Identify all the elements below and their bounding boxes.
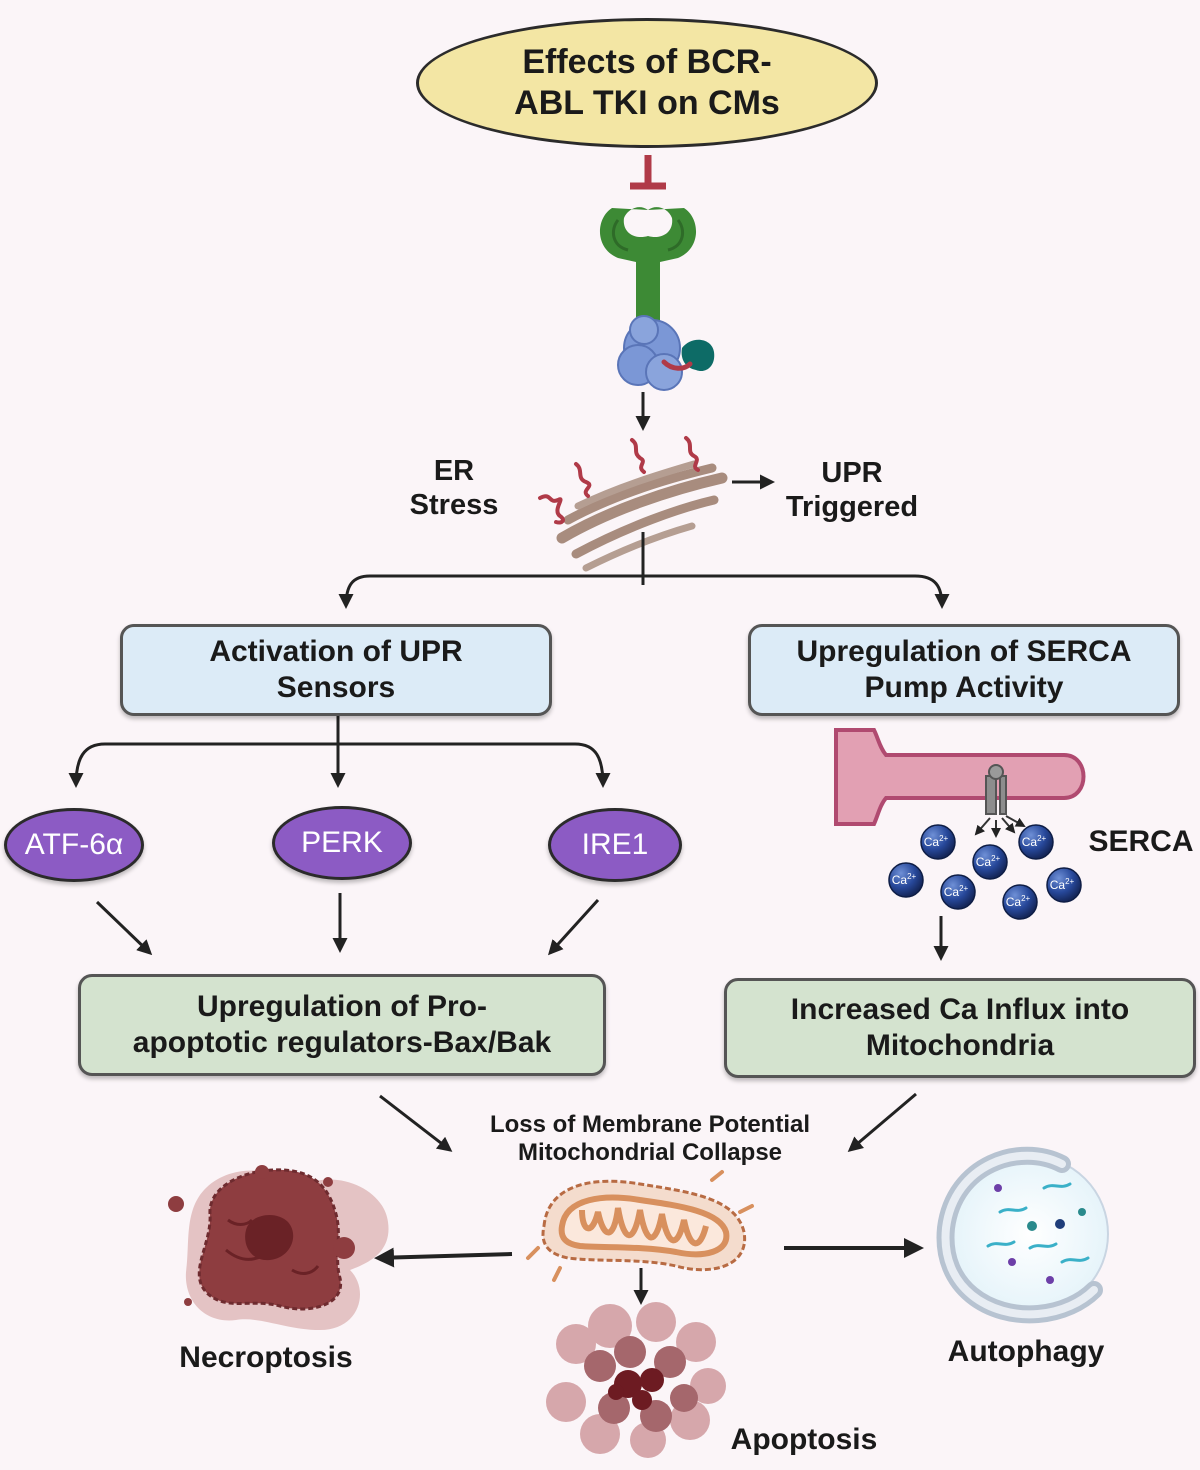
upr-sensors-box: Activation of UPR Sensors xyxy=(120,624,552,716)
proapoptotic-box: Upregulation of Pro- apoptotic regulator… xyxy=(78,974,606,1076)
calcium-influx-box: Increased Ca Influx into Mitochondria xyxy=(724,978,1196,1078)
arrows-sensors-to-box xyxy=(95,893,600,956)
title-ellipse: Effects of BCR- ABL TKI on CMs xyxy=(416,18,878,148)
autophagosome-icon xyxy=(936,1146,1109,1324)
receptor-kinase-icon xyxy=(599,207,715,391)
calcium-ion: Ca2+ xyxy=(940,874,976,910)
ire1-sensor: IRE1 xyxy=(548,808,682,882)
serca-label: SERCA xyxy=(1088,825,1194,859)
serca-pump-icon xyxy=(834,728,1086,838)
mitochondrion-icon xyxy=(526,1170,754,1282)
branch-er-to-boxes xyxy=(338,532,950,609)
er-stress-label: ER Stress xyxy=(409,454,499,521)
mitochondrial-collapse-label: Loss of Membrane Potential Mitochondrial… xyxy=(489,1110,811,1166)
calcium-ions: Ca2+Ca2+Ca2+Ca2+Ca2+Ca2+Ca2+ xyxy=(888,824,1082,920)
upr-triggered-label: UPR Triggered xyxy=(785,456,919,523)
calcium-ion: Ca2+ xyxy=(1002,884,1038,920)
necroptosis-cell-icon xyxy=(168,1165,389,1330)
title-line-1: Effects of BCR- xyxy=(522,43,772,82)
calcium-ion: Ca2+ xyxy=(1046,867,1082,903)
serca-activity-box: Upregulation of SERCA Pump Activity xyxy=(748,624,1180,716)
arrow-left-box-mito xyxy=(379,1094,453,1152)
calcium-ion: Ca2+ xyxy=(888,862,924,898)
branch-to-sensors xyxy=(68,716,611,788)
necroptosis-label: Necroptosis xyxy=(179,1341,353,1375)
apoptosis-cell-icon xyxy=(546,1302,726,1458)
calcium-ion: Ca2+ xyxy=(1018,824,1054,860)
inhibition-symbol xyxy=(630,155,666,190)
perk-sensor: PERK xyxy=(272,806,412,880)
apoptosis-label: Apoptosis xyxy=(730,1423,878,1457)
calcium-ion: Ca2+ xyxy=(972,844,1008,880)
atf6-sensor: ATF-6α xyxy=(4,808,144,882)
arrow-right-box-mito xyxy=(847,1092,917,1152)
misfolded-protein-icon xyxy=(538,436,700,525)
title-line-2: ABL TKI on CMs xyxy=(514,84,780,122)
calcium-ion: Ca2+ xyxy=(920,824,956,860)
autophagy-label: Autophagy xyxy=(947,1335,1105,1369)
arrow-mito-necroptosis xyxy=(374,1247,513,1268)
